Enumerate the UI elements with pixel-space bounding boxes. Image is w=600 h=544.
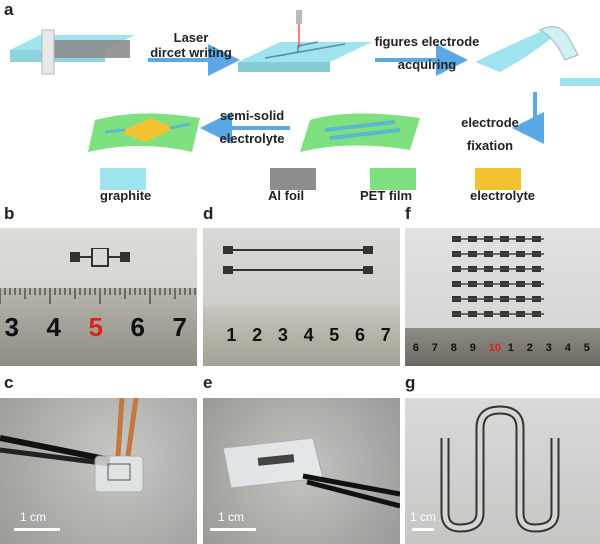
scale-bar-c (14, 528, 60, 531)
graphite-sheet-stage (10, 29, 135, 75)
ruler-b-nums-4: 7 (172, 312, 187, 342)
step-laser-line2: dircet writing (150, 45, 232, 60)
panel-label-g: g (405, 373, 416, 392)
photo-b (0, 228, 197, 366)
step-electrolyte-line1: semi-solid (219, 108, 285, 123)
panel-label-a: a (4, 0, 14, 19)
legend-label-3: electrolyte (470, 188, 536, 203)
ruler-b-nums-2: 5 (88, 312, 103, 342)
photo-e (203, 398, 400, 544)
step-electrolyte-line2: electrolyte (219, 131, 285, 146)
scale-bar-g (412, 528, 434, 531)
laser-writing-stage (238, 10, 372, 72)
panel-label-b: b (4, 204, 15, 223)
ruler-b-nums-0: 3 (4, 312, 19, 342)
panel-label-e: e (203, 373, 213, 392)
ruler-b-nums-1: 4 (46, 312, 61, 342)
ruler-f-nums-3: 9 (469, 342, 476, 354)
step-laser-line1: Laser (173, 30, 209, 45)
step-laser-text: Laser dircet writing (150, 30, 232, 60)
ruler-d-nums-6: 7 (380, 325, 391, 345)
scale-text-c: 1 cm (20, 510, 47, 524)
device-array-f (452, 236, 544, 317)
step-acquiring-text: figures electrode acquiring (368, 34, 486, 72)
ruler-d (203, 306, 400, 366)
fabrication-schematic (10, 10, 600, 152)
arrow-fixation (512, 92, 544, 144)
tweezer-device-c (0, 398, 144, 493)
ruler-f-nums-1: 7 (431, 342, 438, 354)
encapsulated-device-e (222, 437, 400, 509)
legend-swatch-0 (100, 168, 146, 190)
photo-d (203, 228, 400, 366)
ruler-f (405, 328, 600, 366)
step-fixation-line2: fixation (466, 138, 514, 153)
ruler-d-nums-5: 6 (355, 325, 366, 345)
step-fixation-text: electrode fixation (450, 115, 530, 153)
photo-c (0, 398, 197, 544)
photo-f (405, 228, 600, 366)
peeled-electrode-stage (475, 26, 600, 86)
ruler-d-nums-4: 5 (329, 325, 340, 345)
scale-text-e: 1 cm (218, 510, 245, 524)
step-electrolyte-text: semi-solid electrolyte (212, 108, 292, 146)
photo-g (405, 398, 600, 544)
ruler-f-nums-2: 8 (450, 342, 457, 354)
ruler-b (0, 288, 197, 366)
ruler-f-nums-5: 1 (507, 342, 514, 354)
ruler-f-nums-4: 10 (488, 342, 501, 354)
ruler-b-nums-3: 6 (130, 312, 145, 342)
panel-label-c: c (4, 373, 14, 392)
legend-label-0: graphite (100, 188, 152, 203)
panel-label-d: d (203, 204, 214, 223)
panel-label-f: f (405, 204, 411, 223)
step-fixation-line1: electrode (461, 115, 519, 130)
legend-label-1: Al foil (268, 188, 305, 203)
micro-device-b (70, 248, 130, 267)
scale-bar-e (210, 528, 256, 531)
legend-swatch-2 (370, 168, 416, 190)
step-acquiring-line1: figures electrode (374, 34, 480, 49)
ruler-f-nums-9: 5 (583, 342, 590, 354)
ruler-f-nums-6: 2 (526, 342, 533, 354)
ruler-f-nums-7: 3 (545, 342, 552, 354)
serpentine-device-g (440, 405, 560, 533)
ruler-d-nums-2: 3 (277, 325, 288, 345)
legend-swatch-1 (270, 168, 316, 190)
ruler-f-nums-8: 4 (564, 342, 571, 354)
electrode-fixation-stage (300, 113, 420, 152)
ruler-f-nums-0: 6 (412, 342, 419, 354)
legend-swatch-3 (475, 168, 521, 190)
electrolyte-stage (88, 113, 200, 152)
ruler-d-nums-3: 4 (303, 325, 314, 345)
step-acquiring-line2: acquiring (397, 57, 457, 72)
micro-device-d (223, 246, 373, 274)
legend-label-2: PET film (360, 188, 413, 203)
scale-text-g: 1 cm (410, 510, 437, 524)
ruler-d-nums-0: 1 (226, 325, 237, 345)
ruler-d-nums-1: 2 (252, 325, 263, 345)
